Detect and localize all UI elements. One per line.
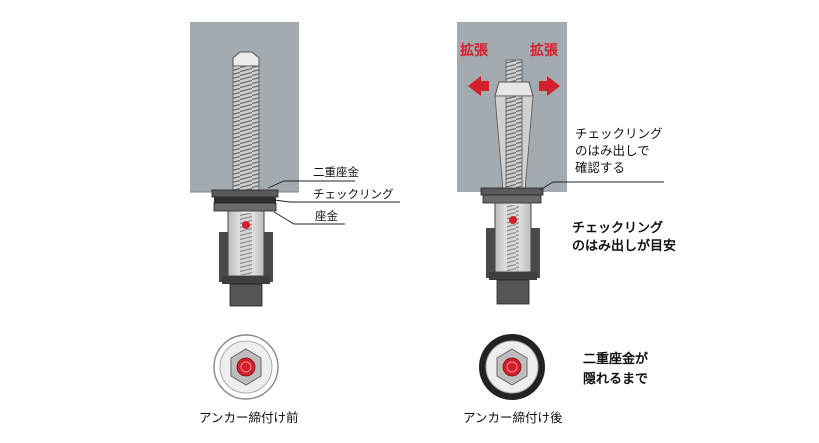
expand-arrows <box>468 76 560 96</box>
left-red-mark <box>242 221 250 229</box>
note-check-guide-line-1: チェックリング <box>572 221 664 236</box>
note-check-guide-line-2: のはみ出しが目安 <box>572 239 677 254</box>
note-hidden: 二重座金が 隠れるまで <box>583 350 648 390</box>
right-red-mark <box>509 216 517 224</box>
right-anchor <box>457 22 567 305</box>
left-check-ring <box>214 197 276 203</box>
right-double-washer <box>480 187 544 196</box>
left-top-view <box>213 334 279 400</box>
left-anchor <box>190 22 299 307</box>
label-check-ring: チェックリング <box>313 187 394 201</box>
note-check-confirm: チェックリング のはみ出しで 確認する <box>575 125 663 176</box>
label-expand-right: 拡張 <box>530 43 558 59</box>
expand-arrow-right-icon <box>539 76 560 96</box>
label-washer: 座金 <box>315 209 338 223</box>
left-bolt-tip <box>232 51 260 67</box>
left-nut <box>229 283 263 307</box>
left-double-washer <box>211 189 279 198</box>
expand-arrow-left-icon <box>468 76 489 96</box>
right-top-view <box>479 334 545 400</box>
right-nut <box>496 279 530 305</box>
label-double-washer: 二重座金 <box>313 165 359 179</box>
caption-before: アンカー締付け前 <box>199 410 299 425</box>
left-washer <box>213 202 277 212</box>
right-leader <box>539 181 664 191</box>
note-check-guide: チェックリング のはみ出しが目安 <box>572 220 676 256</box>
note-check-confirm-line-3: 確認する <box>575 160 626 175</box>
right-cone <box>494 81 534 97</box>
right-bolt-tip <box>505 59 523 83</box>
note-hidden-line-1: 二重座金が <box>583 352 649 367</box>
label-expand-left: 拡張 <box>460 43 488 59</box>
caption-after: アンカー締付け後 <box>463 410 563 425</box>
left-leaders <box>267 180 400 225</box>
note-hidden-line-2: 隠れるまで <box>583 372 649 387</box>
note-check-confirm-line-1: チェックリング <box>575 126 663 141</box>
right-washer <box>482 194 542 204</box>
note-check-confirm-line-2: のはみ出しで <box>575 143 650 158</box>
